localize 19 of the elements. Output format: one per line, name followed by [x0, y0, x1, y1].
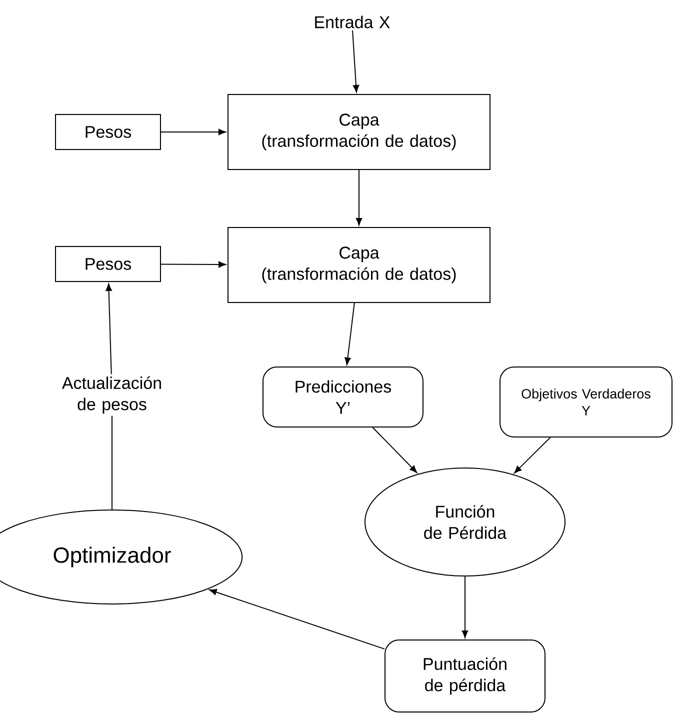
- arrow: [372, 427, 418, 473]
- arrow: [106, 284, 112, 375]
- layer-box: Capa (transformación de datos): [228, 227, 490, 303]
- loss-score-box: Puntuación de pérdida: [384, 640, 546, 712]
- weights-box: Pesos: [55, 246, 161, 282]
- predictions-box: Predicciones Y’: [262, 366, 424, 428]
- update-label: Actualización de pesos: [62, 376, 161, 414]
- arrow: [160, 128, 226, 136]
- arrow: [209, 589, 385, 650]
- arrow: [160, 261, 226, 268]
- arrow: [344, 302, 355, 366]
- arrow: [462, 576, 468, 638]
- layer-box: Capa (transformación de datos): [228, 94, 490, 170]
- targets-box: Objetivos Verdaderos Y: [500, 366, 672, 438]
- arrow: [514, 437, 551, 474]
- arrow: [352, 30, 360, 92]
- arrow: [356, 170, 362, 226]
- input-label: Entrada X: [315, 16, 390, 28]
- weights-box: Pesos: [55, 114, 161, 150]
